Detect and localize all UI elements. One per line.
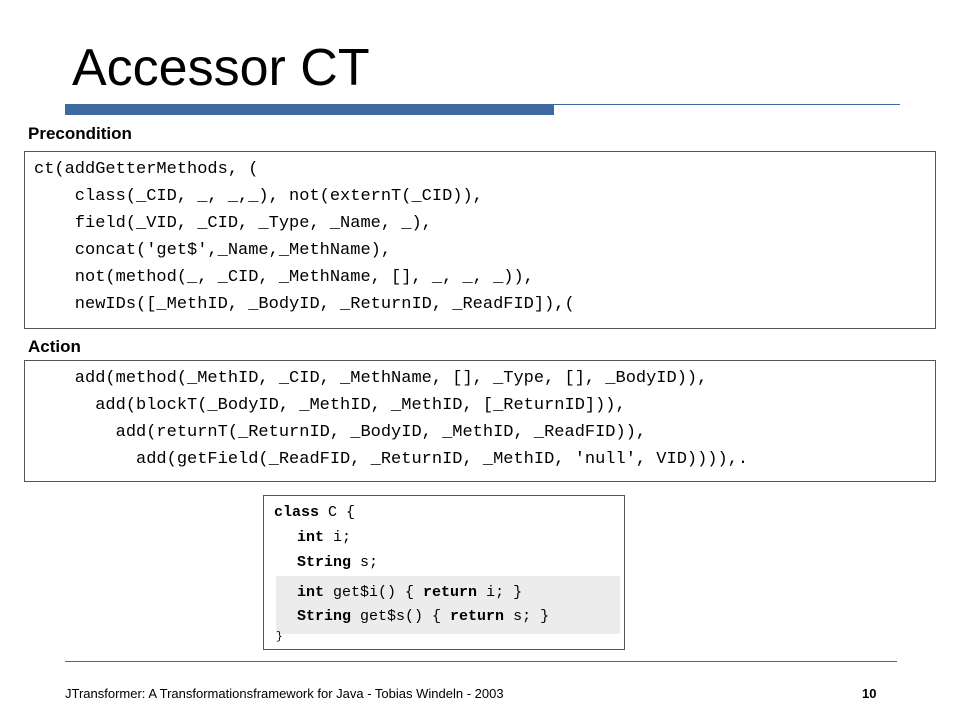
precondition-line: concat('get$',_Name,_MethName), (34, 241, 392, 260)
precondition-heading: Precondition (28, 124, 132, 143)
action-code-box: add(method(_MethID, _CID, _MethName, [],… (24, 360, 936, 482)
java-field-line: int i; (297, 529, 351, 547)
action-heading: Action (28, 337, 81, 356)
precondition-line: not(method(_, _CID, _MethName, [], _, _,… (34, 268, 534, 287)
slide-title: Accessor CT (72, 39, 370, 97)
java-code-text: s; (351, 554, 379, 571)
java-code-text: get$i() { (324, 584, 424, 601)
title-underline-rule (554, 104, 900, 105)
java-code-text: i; (324, 529, 352, 546)
action-line: add(getField(_ReadFID, _ReturnID, _MethI… (34, 450, 749, 469)
action-line: add(blockT(_BodyID, _MethID, _MethID, [_… (34, 396, 626, 415)
java-keyword: int (297, 584, 325, 601)
precondition-line: newIDs([_MethID, _BodyID, _ReturnID, _Re… (34, 295, 575, 314)
java-code-text: s; } (504, 608, 550, 625)
java-keyword: return (423, 584, 478, 601)
page-number: 10 (862, 686, 877, 701)
java-getter-line: String get$s() { return s; } (297, 608, 549, 626)
footer-caption: JTransformer: A Transformationsframework… (65, 686, 504, 701)
java-field-line: String s; (297, 554, 378, 572)
java-keyword: String (297, 554, 352, 571)
java-getter-line: int get$i() { return i; } (297, 584, 522, 602)
precondition-code-box: ct(addGetterMethods, ( class(_CID, _, _,… (24, 151, 936, 329)
java-class-line: class C { (274, 504, 355, 522)
java-code-text: i; } (477, 584, 523, 601)
java-keyword: return (450, 608, 505, 625)
precondition-line: field(_VID, _CID, _Type, _Name, _), (34, 214, 432, 233)
precondition-line: ct(addGetterMethods, ( (34, 160, 259, 179)
java-closing-brace: } (276, 631, 283, 643)
java-keyword: String (297, 608, 352, 625)
action-line: add(method(_MethID, _CID, _MethName, [],… (34, 369, 708, 388)
precondition-line: class(_CID, _, _,_), not(externT(_CID)), (34, 187, 483, 206)
action-line: add(returnT(_ReturnID, _BodyID, _MethID,… (34, 423, 647, 442)
footer-rule (65, 661, 897, 662)
java-code-text: C { (319, 504, 356, 521)
java-keyword: class (274, 504, 320, 521)
java-code-text: get$s() { (351, 608, 451, 625)
java-example-box: class C { int i; String s; int get$i() {… (263, 495, 625, 650)
generated-methods-highlight (276, 576, 620, 634)
java-keyword: int (297, 529, 325, 546)
title-underline-bar (65, 104, 554, 115)
